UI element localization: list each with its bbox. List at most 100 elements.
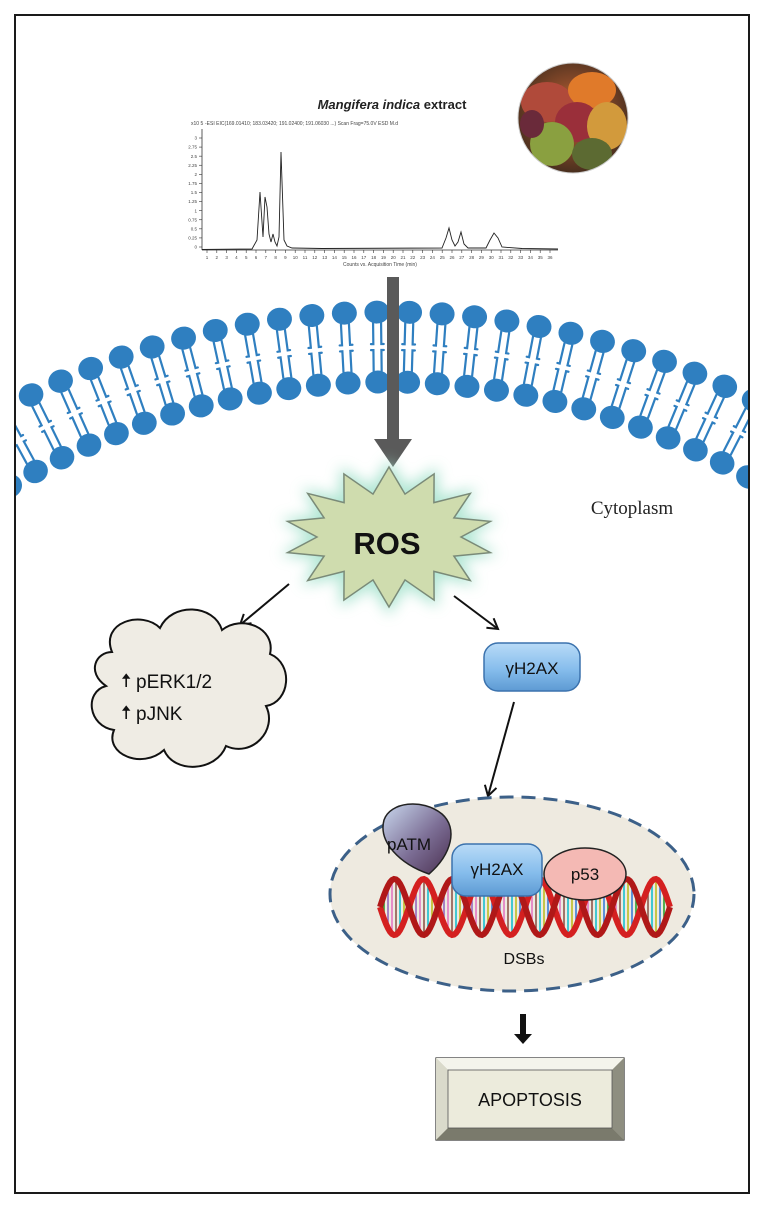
lipid-head xyxy=(682,361,708,385)
chromatogram-x-tick: 19 xyxy=(381,255,387,260)
chromatogram-y-tick: 2.75 xyxy=(188,145,197,150)
lipid-head xyxy=(395,370,421,394)
lipid-head xyxy=(513,383,539,407)
lipid-head xyxy=(652,349,677,373)
chromatogram-x-tick: 12 xyxy=(312,255,318,260)
gh2ax-nucleus-label: γH2AX xyxy=(471,860,524,879)
chromatogram-x-tick: 35 xyxy=(538,255,544,260)
chromatogram-x-tick: 21 xyxy=(400,255,406,260)
arrow-nucleus-to-apoptosis xyxy=(514,1014,532,1044)
chromatogram-x-tick: 4 xyxy=(235,255,238,260)
chromatogram-x-tick: 27 xyxy=(459,255,465,260)
lipid-head xyxy=(558,321,584,345)
gh2ax-pill: γH2AX xyxy=(483,642,581,692)
lipid-head xyxy=(741,388,748,413)
lipid-head xyxy=(18,383,44,407)
pathway-diagram: Mangifera indica extract x10 5 -ESI EIC(… xyxy=(16,62,748,1141)
lipid-head xyxy=(429,302,455,326)
lipid-head xyxy=(331,301,357,325)
cell-membrane xyxy=(16,300,748,498)
chromatogram-y-tick: 0.25 xyxy=(188,236,197,241)
lipid-head xyxy=(305,373,331,397)
lipid-head xyxy=(202,318,228,343)
lipid-head xyxy=(712,374,738,398)
arrow-gh2ax-to-nucleus xyxy=(483,701,515,798)
chromatogram-x-tick: 9 xyxy=(284,255,287,260)
lipid-head xyxy=(78,356,104,381)
lipid-head xyxy=(571,397,597,421)
chromatogram: x10 5 -ESI EIC(169.01410; 183.03420; 191… xyxy=(188,121,559,268)
chromatogram-x-tick: 25 xyxy=(440,255,446,260)
lipid-head xyxy=(483,378,509,402)
chromatogram-y-tick: 3 xyxy=(194,136,197,141)
lipid-head xyxy=(462,305,488,329)
chromatogram-y-tick: 1 xyxy=(194,208,197,213)
up-arrow-pjnk-icon: 🠅 xyxy=(121,703,131,724)
chromatogram-x-tick: 8 xyxy=(274,255,277,260)
lipid-head xyxy=(683,438,708,462)
lipid-head xyxy=(621,339,647,363)
chromatogram-x-tick: 17 xyxy=(361,255,367,260)
lipid-head xyxy=(217,387,243,411)
lipid-head xyxy=(48,369,73,393)
lipid-head xyxy=(139,335,165,359)
chromatogram-x-tick: 30 xyxy=(489,255,495,260)
dsbs-label: DSBs xyxy=(504,951,545,968)
lipid-head xyxy=(364,300,390,324)
chromatogram-y-tick: 2.5 xyxy=(191,154,198,159)
chromatogram-x-tick: 15 xyxy=(342,255,348,260)
extract-title-species: Mangifera indica xyxy=(318,97,421,112)
nucleus: pATM γH2AX p53 DSBs xyxy=(328,795,696,993)
gh2ax-top-label: γH2AX xyxy=(506,659,559,678)
patm-label: pATM xyxy=(387,835,431,854)
extract-title: Mangifera indica extract xyxy=(318,97,467,112)
chromatogram-x-tick: 22 xyxy=(410,255,416,260)
lipid-head xyxy=(160,402,186,426)
lipid-head xyxy=(299,304,325,328)
chromatogram-y-tick: 1.5 xyxy=(191,190,198,195)
chromatogram-x-tick: 18 xyxy=(371,255,377,260)
perk-label: pERK1/2 xyxy=(136,672,212,693)
lipid-head xyxy=(266,307,292,331)
lipid-head xyxy=(494,309,520,333)
chromatogram-x-tick: 14 xyxy=(332,255,338,260)
chromatogram-x-tick: 29 xyxy=(479,255,485,260)
lipid-head xyxy=(104,421,129,446)
lipid-head xyxy=(628,415,653,439)
chromatogram-x-tick: 10 xyxy=(293,255,299,260)
lipid-head xyxy=(599,405,625,429)
chromatogram-header: -ESI EIC(169.01410; 183.03420; 191.02400… xyxy=(205,121,398,127)
chromatogram-x-tick: 31 xyxy=(498,255,504,260)
extract-title-rest: extract xyxy=(420,97,467,112)
chromatogram-x-tick: 1 xyxy=(206,255,209,260)
lipid-head xyxy=(49,446,75,470)
extract-to-ros-arrow xyxy=(374,277,412,467)
chromatogram-x-tick: 7 xyxy=(265,255,268,260)
chromatogram-y-tick: 2.25 xyxy=(188,163,197,168)
chromatogram-x-tick: 33 xyxy=(518,255,524,260)
chromatogram-x-tick: 3 xyxy=(225,255,228,260)
chromatogram-x-tick: 11 xyxy=(303,255,308,260)
chromatogram-x-tick: 36 xyxy=(547,255,553,260)
patm-protein: pATM xyxy=(382,803,452,875)
chromatogram-trace xyxy=(201,151,559,250)
lipid-head xyxy=(655,426,681,450)
figure-frame: Mangifera indica extract x10 5 -ESI EIC(… xyxy=(14,14,750,1194)
lipid-head xyxy=(526,314,552,339)
chromatogram-y-tick: 1.75 xyxy=(188,181,197,186)
kinase-cloud: 🠅 pERK1/2 🠅 pJNK xyxy=(90,608,287,768)
chromatogram-x-tick: 26 xyxy=(449,255,455,260)
lipid-head xyxy=(131,411,157,435)
chromatogram-y-tick: 0.5 xyxy=(191,226,198,231)
chromatogram-x-tick: 6 xyxy=(255,255,258,260)
chromatogram-x-tick: 2 xyxy=(216,255,219,260)
lipid-head xyxy=(590,329,615,353)
chromatogram-x-tick: 16 xyxy=(351,255,357,260)
p53-label: p53 xyxy=(571,865,599,884)
lipid-head xyxy=(709,451,735,475)
chromatogram-x-label: Counts vs. Acquisition Time (min) xyxy=(343,262,417,268)
chromatogram-y-tick: 0.75 xyxy=(188,217,197,222)
arrow-ros-to-gh2ax xyxy=(453,595,500,631)
lipid-head xyxy=(736,465,748,489)
lipid-head xyxy=(171,326,196,350)
